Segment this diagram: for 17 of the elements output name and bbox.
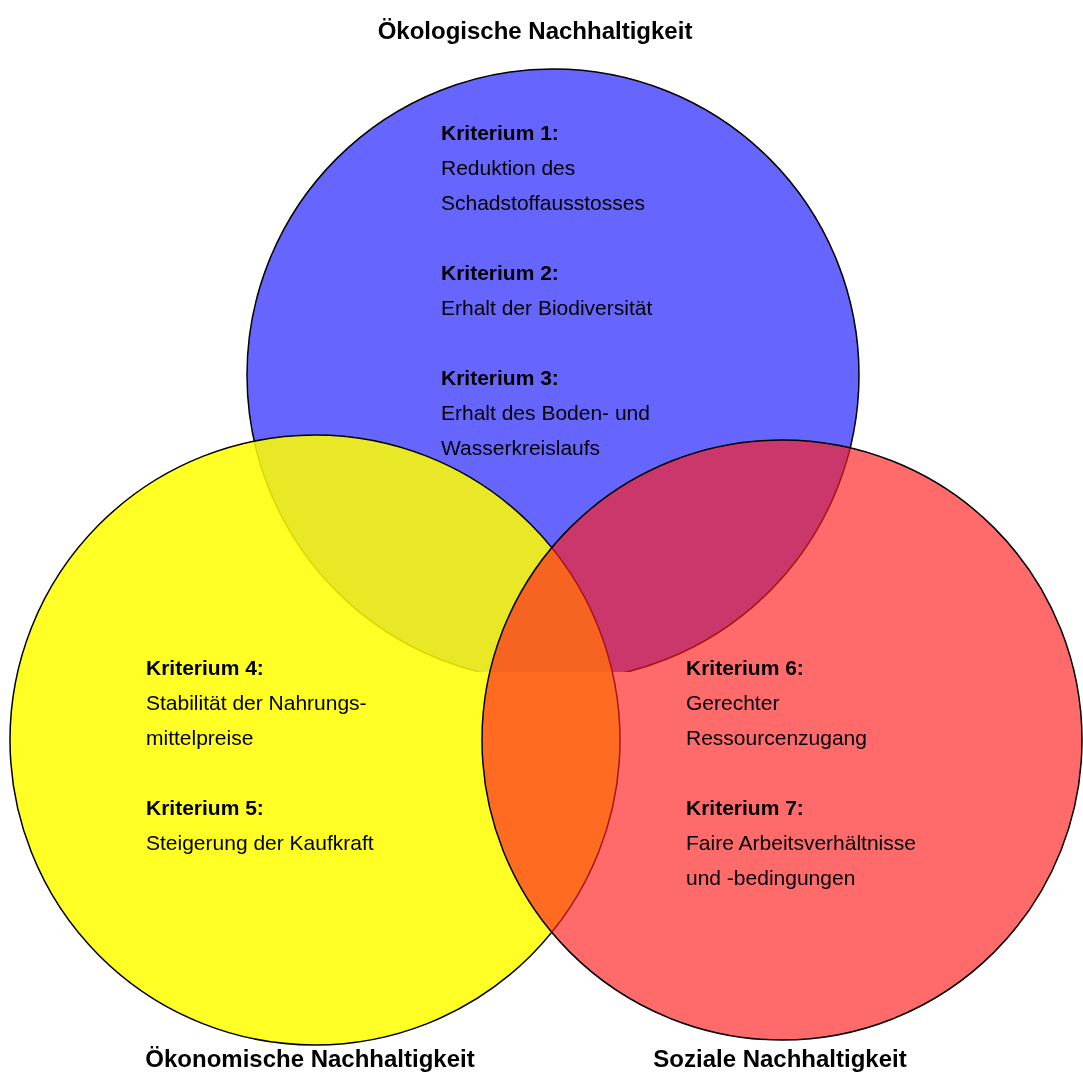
criterion-label: Kriterium 2: [441, 260, 559, 286]
criterion-label: Kriterium 5: [146, 795, 264, 821]
criterion-label: Kriterium 1: [441, 120, 559, 146]
criterion-label: Kriterium 4: [146, 655, 264, 681]
criterion-description: Faire Arbeitsverhältnisse und -bedingungen [686, 830, 917, 891]
criterion-description: Erhalt des Boden- und Wasserkreislaufs [441, 400, 651, 461]
criterion-description: Reduktion des Schadstoffausstosses [441, 155, 646, 216]
circle-heading: Ökonomische Nachhaltigkeit [145, 1044, 475, 1074]
criterion-description: Stabilität der Nahrungs- mittelpreise [146, 690, 368, 751]
criterion-description: Erhalt der Biodiversität [441, 295, 654, 321]
criterion-label: Kriterium 3: [441, 365, 559, 391]
circle-heading: Soziale Nachhaltigkeit [653, 1044, 907, 1074]
criterion-description: Gerechter Ressourcenzugang [686, 690, 868, 751]
circle-heading: Ökologische Nachhaltigkeit [377, 16, 693, 46]
criterion-description: Steigerung der Kaufkraft [146, 830, 375, 856]
criterion-label: Kriterium 6: [686, 655, 804, 681]
criterion-label: Kriterium 7: [686, 795, 804, 821]
